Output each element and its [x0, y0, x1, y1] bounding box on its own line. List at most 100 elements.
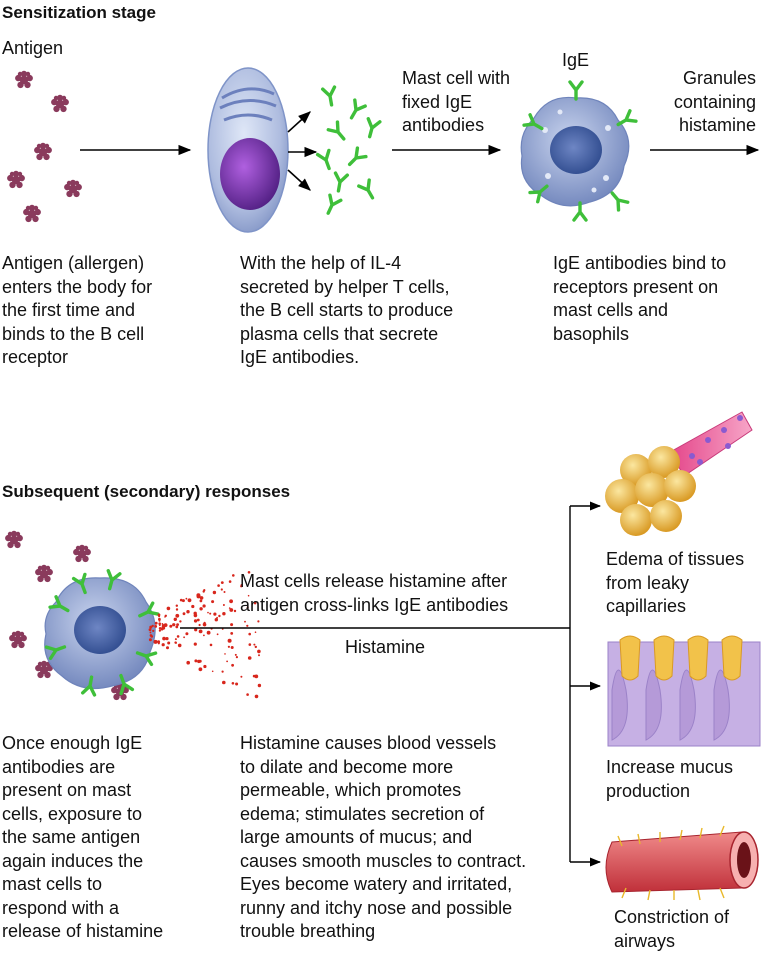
histamine-particle [157, 642, 160, 645]
caption-bcell: With the help of IL-4 secreted by helper… [240, 253, 454, 367]
histamine-particle [153, 639, 158, 644]
histamine-particle [161, 623, 164, 625]
histamine-particle [196, 593, 201, 598]
mast-cell-label: Mast cell with fixed IgE antibodies [402, 68, 511, 135]
histamine-particle [246, 606, 249, 609]
histamine-particle [202, 604, 206, 608]
histamine-particle [157, 613, 161, 617]
histamine-particle [230, 632, 234, 635]
histamine-particle [175, 625, 179, 629]
histamine-particle [198, 623, 201, 627]
histamine-particle [209, 643, 213, 647]
histamine-particle [257, 683, 262, 688]
histamine-particle [175, 604, 178, 607]
histamine-particle [227, 645, 230, 648]
histamine-particle [148, 638, 152, 642]
histamine-particle [161, 643, 165, 647]
histamine-particle [203, 634, 205, 637]
caption-histamine: Histamine causes blood vessels to dilate… [240, 733, 527, 941]
histamine-particle [167, 641, 171, 645]
release-label: Mast cells release histamine after antig… [240, 571, 509, 615]
histamine-particle [179, 598, 183, 602]
histamine-particle [149, 631, 152, 634]
secondary-heading: Subsequent (secondary) responses [2, 482, 291, 501]
histamine-particle [222, 680, 226, 685]
histamine-particle [198, 667, 203, 672]
histamine-particle [158, 619, 161, 622]
histamine-particle [203, 621, 206, 624]
mast-cell-degranulating [44, 569, 160, 697]
histamine-particle [154, 621, 158, 625]
histamine-particle [164, 614, 167, 617]
caption-bind: IgE antibodies bind to receptors present… [553, 253, 727, 344]
histamine-particle [199, 660, 202, 662]
histamine-particle [193, 642, 197, 646]
histamine-particle [211, 670, 214, 673]
histamine-particle [175, 608, 179, 611]
arrow-bcell-down [287, 169, 311, 191]
histamine-particle [176, 635, 180, 638]
histamine-particle [152, 629, 155, 633]
histamine-particle [186, 660, 190, 665]
edema-illustration [605, 411, 753, 536]
histamine-particle [258, 654, 260, 657]
histamine-particle [202, 590, 205, 593]
histamine-particle [203, 664, 207, 669]
airways-illustration [605, 825, 759, 901]
histamine-particle [207, 611, 209, 614]
histamine-particle [173, 618, 177, 621]
histamine-particle [247, 594, 250, 597]
histamine-particle [213, 612, 217, 616]
histamine-particle [247, 656, 252, 660]
histamine-particle [244, 620, 246, 623]
histamine-particle [254, 694, 259, 699]
histamine-particle [162, 636, 166, 641]
histamine-particle [253, 601, 257, 605]
histamine-particle [181, 599, 185, 603]
histamine-particle [182, 612, 186, 616]
effect-edema: Edema of tissues from leaky capillaries [606, 549, 745, 616]
histamine-particle [177, 643, 182, 648]
effect-mucus: Increase mucus production [606, 757, 734, 801]
histamine-particle [174, 641, 177, 644]
ige-label: IgE [562, 50, 590, 70]
histamine-particle [158, 624, 161, 627]
caption-antigen: Antigen (allergen) enters the body for t… [2, 253, 153, 367]
antigen-label: Antigen [2, 38, 64, 58]
histamine-particle [158, 627, 162, 630]
histamine-particle [193, 619, 198, 623]
histamine-particle [231, 682, 235, 685]
histamine-particle [220, 581, 224, 584]
histamine-particle [158, 629, 161, 632]
arrow-bcell-up [287, 111, 311, 133]
histamine-particle [235, 656, 238, 659]
histamine-particle [198, 629, 203, 634]
histamine-particle [174, 638, 177, 641]
histamine-particle [199, 596, 204, 600]
histamine-particle [149, 625, 153, 629]
ige-antibodies-free [315, 85, 382, 218]
histamine-particle [222, 612, 226, 616]
histamine-particle [211, 600, 215, 604]
histamine-particle [222, 604, 225, 606]
histamine-particle [158, 622, 161, 625]
histamine-particle [194, 659, 198, 663]
histamine-particle [179, 620, 182, 623]
histamine-particle [214, 618, 218, 622]
histamine-particle [150, 635, 154, 638]
histamine-particle [209, 612, 212, 615]
mucus-illustration [607, 635, 761, 747]
histamine-particle [216, 633, 219, 636]
histamine-particle [254, 631, 257, 633]
histamine-particle [175, 613, 180, 618]
histamine-particle [183, 636, 186, 639]
histamine-particle [224, 653, 226, 655]
histamine-particle [257, 649, 261, 654]
histamine-particle [254, 645, 257, 649]
histamine-particle [203, 623, 207, 627]
histamine-particle [154, 625, 158, 628]
histamine-particle [148, 628, 152, 632]
histamine-particle [185, 632, 189, 636]
histamine-particle [257, 620, 260, 623]
histamine-particle [248, 643, 252, 646]
